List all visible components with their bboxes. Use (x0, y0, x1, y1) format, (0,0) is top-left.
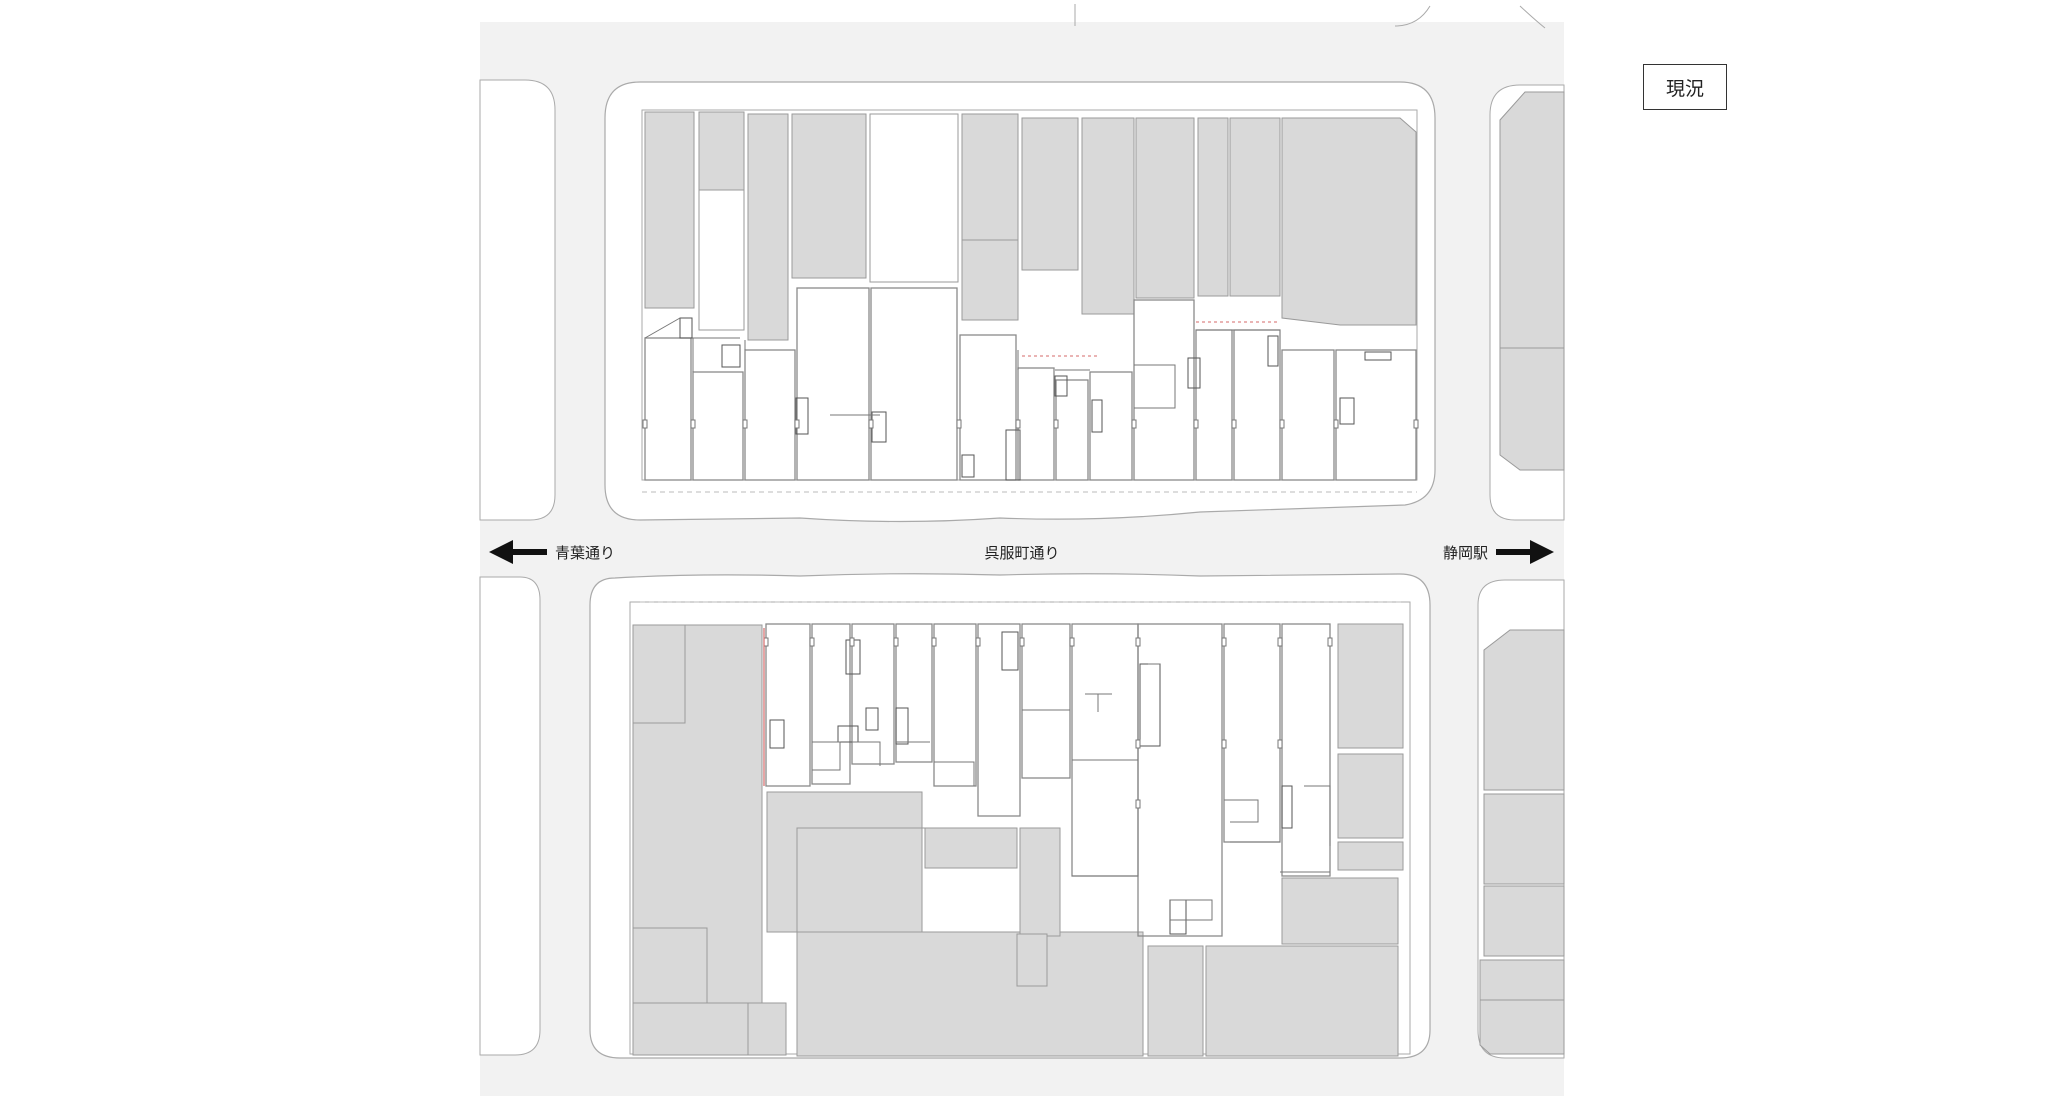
north-rear-buildings (644, 111, 1417, 341)
north-partitions (644, 317, 1280, 416)
street-label-west: 青葉通り (555, 544, 615, 562)
north-accent-lines (1022, 321, 1280, 357)
south-lot-notch (796, 827, 925, 932)
south-partitions (812, 663, 1331, 921)
north-open-lots (698, 113, 959, 331)
south-columns (763, 637, 1333, 809)
west-sidewalk-top (479, 79, 556, 521)
road-edge-north (1074, 4, 1546, 29)
north-stairs (679, 317, 1392, 481)
status-label: 現況 (1665, 77, 1704, 100)
west-sidewalk-bottom (479, 576, 541, 1056)
south-rear-buildings (632, 623, 1404, 1057)
street-label-main: 呉服町通り (984, 544, 1059, 562)
east-buildings (1479, 91, 1565, 1055)
street-label-east: 静岡駅 (1443, 544, 1488, 562)
north-columns (642, 419, 1419, 429)
status-label-box: 現況 (1643, 64, 1727, 110)
